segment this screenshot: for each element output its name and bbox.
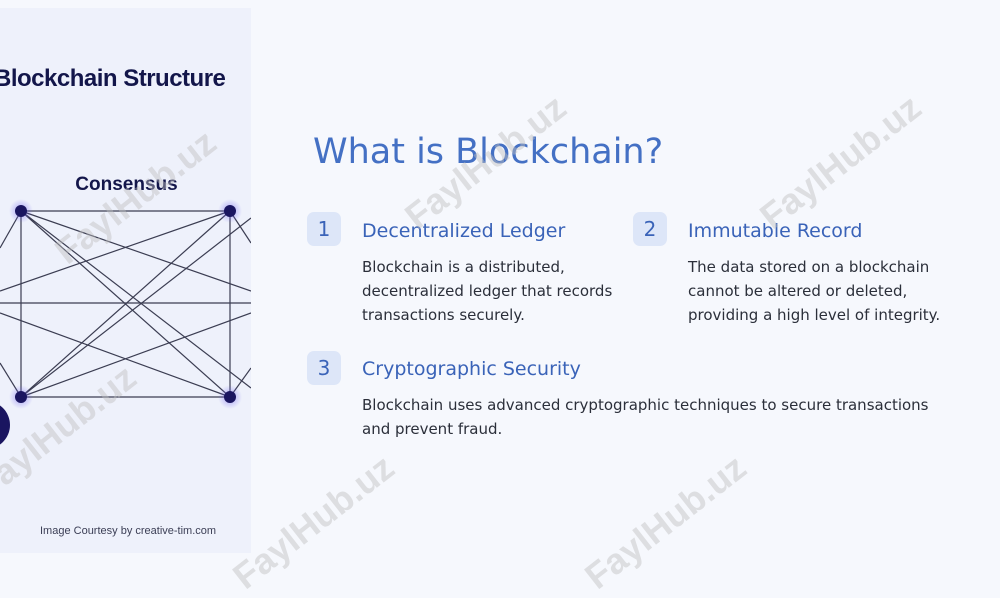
blockchain-image-panel: Blockchain Structure	[0, 8, 251, 553]
item-description-1: Blockchain is a distributed, decentraliz…	[362, 258, 613, 324]
item-description-2: The data stored on a blockchain cannot b…	[688, 258, 941, 324]
image-title: Blockchain Structure	[0, 65, 226, 92]
watermark: FaylHub.uz	[577, 446, 754, 597]
network-node	[15, 391, 27, 403]
network-node	[15, 205, 27, 217]
item-title-3: Cryptographic Security	[362, 358, 581, 380]
number-badge-2: 2	[633, 212, 667, 246]
network-edges	[0, 210, 251, 398]
network-node	[224, 205, 236, 217]
network-graphic	[0, 199, 251, 445]
image-subtitle: Consensus	[75, 174, 178, 195]
network-node-large	[0, 405, 10, 445]
network-node	[224, 391, 236, 403]
item-title-1: Decentralized Ledger	[362, 220, 566, 242]
number-badge-1: 1	[307, 212, 341, 246]
watermark: FaylHub.uz	[752, 86, 929, 237]
watermark: FaylHub.uz	[225, 446, 402, 597]
image-courtesy: Image Courtesy by creative-tim.com	[40, 525, 217, 537]
number-badge-3: 3	[307, 351, 341, 385]
page-title: What is Blockchain?	[313, 132, 664, 172]
item-title-2: Immutable Record	[688, 220, 863, 242]
item-description-3: Blockchain uses advanced cryptographic t…	[362, 396, 929, 438]
